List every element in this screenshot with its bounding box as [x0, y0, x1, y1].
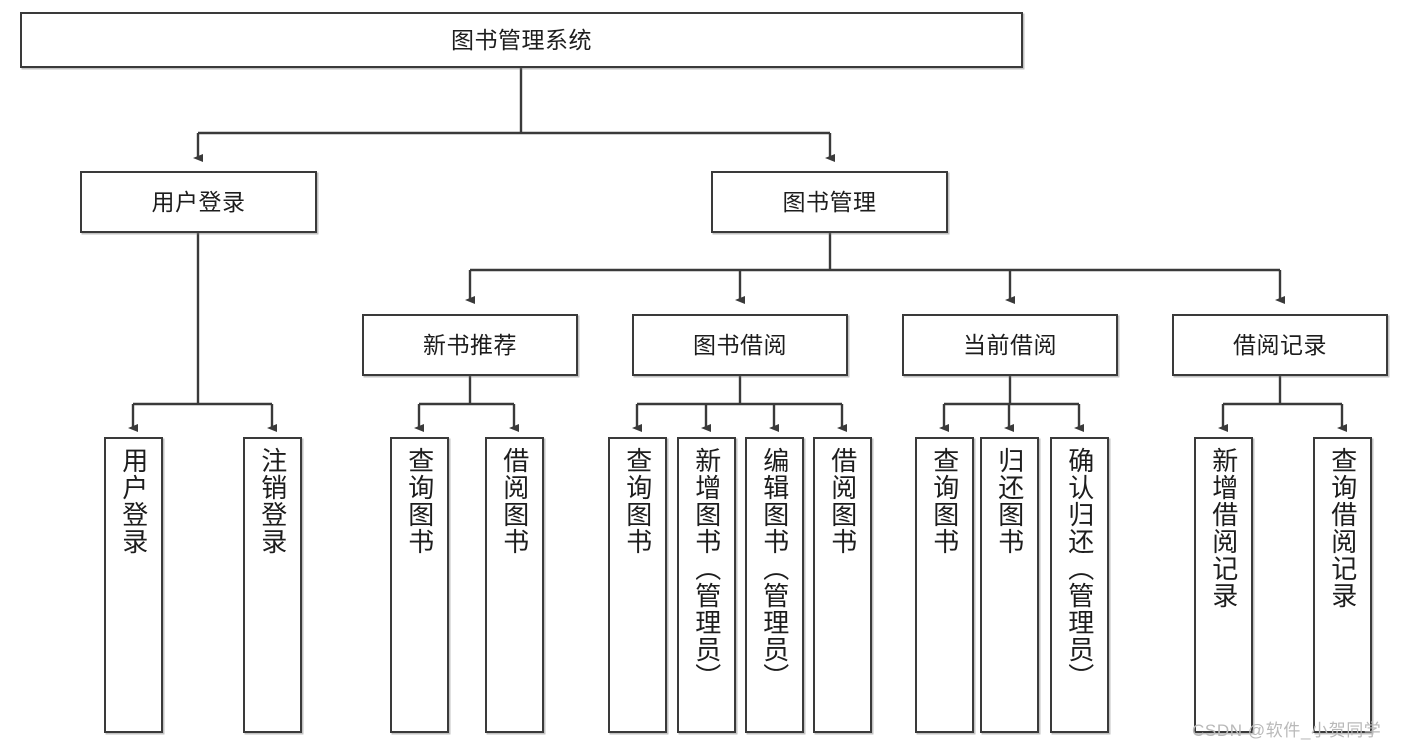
node-label: 图书借阅 [693, 331, 787, 358]
node-label: 注销登录 [257, 447, 288, 555]
node-function-edit-book-admin[interactable]: 编辑图书（管理员） [745, 437, 804, 733]
node-label: 查询图书 [622, 447, 653, 555]
node-label: 当前借阅 [963, 331, 1057, 358]
node-function-logout[interactable]: 注销登录 [243, 437, 302, 733]
node-label: 查询图书 [929, 447, 960, 555]
node-function-add-borrow-record[interactable]: 新增借阅记录 [1194, 437, 1253, 733]
node-label: 图书管理系统 [451, 26, 592, 53]
node-label: 用户登录 [151, 188, 246, 215]
node-function-borrow-search-book[interactable]: 查询图书 [608, 437, 667, 733]
csdn-watermark: CSDN @软件_小贺同学 [1192, 721, 1382, 740]
node-function-user-login[interactable]: 用户登录 [104, 437, 163, 733]
node-module-book-management[interactable]: 图书管理 [711, 171, 948, 233]
node-submodule-borrow-record[interactable]: 借阅记录 [1172, 314, 1388, 376]
node-module-user-login[interactable]: 用户登录 [80, 171, 317, 233]
node-function-add-book-admin[interactable]: 新增图书（管理员） [677, 437, 736, 733]
node-label: 编辑图书（管理员） [759, 447, 790, 690]
node-function-current-search-book[interactable]: 查询图书 [915, 437, 974, 733]
node-function-return-book[interactable]: 归还图书 [980, 437, 1039, 733]
node-label: 借阅记录 [1233, 331, 1327, 358]
node-label: 新增借阅记录 [1208, 447, 1239, 609]
node-label: 图书管理 [782, 188, 877, 215]
node-label: 查询图书 [404, 447, 435, 555]
node-label: 借阅图书 [827, 447, 858, 555]
node-label: 借阅图书 [499, 447, 530, 555]
node-function-recommend-borrow-book[interactable]: 借阅图书 [485, 437, 544, 733]
node-label: 新书推荐 [423, 331, 517, 358]
node-label: 新增图书（管理员） [691, 447, 722, 690]
node-submodule-book-borrow[interactable]: 图书借阅 [632, 314, 848, 376]
node-label: 查询借阅记录 [1327, 447, 1358, 609]
node-submodule-current-borrow[interactable]: 当前借阅 [902, 314, 1118, 376]
node-function-recommend-search-book[interactable]: 查询图书 [390, 437, 449, 733]
node-root-system[interactable]: 图书管理系统 [20, 12, 1023, 68]
node-label: 用户登录 [118, 447, 149, 555]
node-label: 确认归还（管理员） [1064, 447, 1095, 690]
node-function-search-borrow-record[interactable]: 查询借阅记录 [1313, 437, 1372, 733]
node-submodule-new-book-recommend[interactable]: 新书推荐 [362, 314, 578, 376]
node-function-confirm-return-admin[interactable]: 确认归还（管理员） [1050, 437, 1109, 733]
node-function-borrow-book[interactable]: 借阅图书 [813, 437, 872, 733]
node-label: 归还图书 [994, 447, 1025, 555]
